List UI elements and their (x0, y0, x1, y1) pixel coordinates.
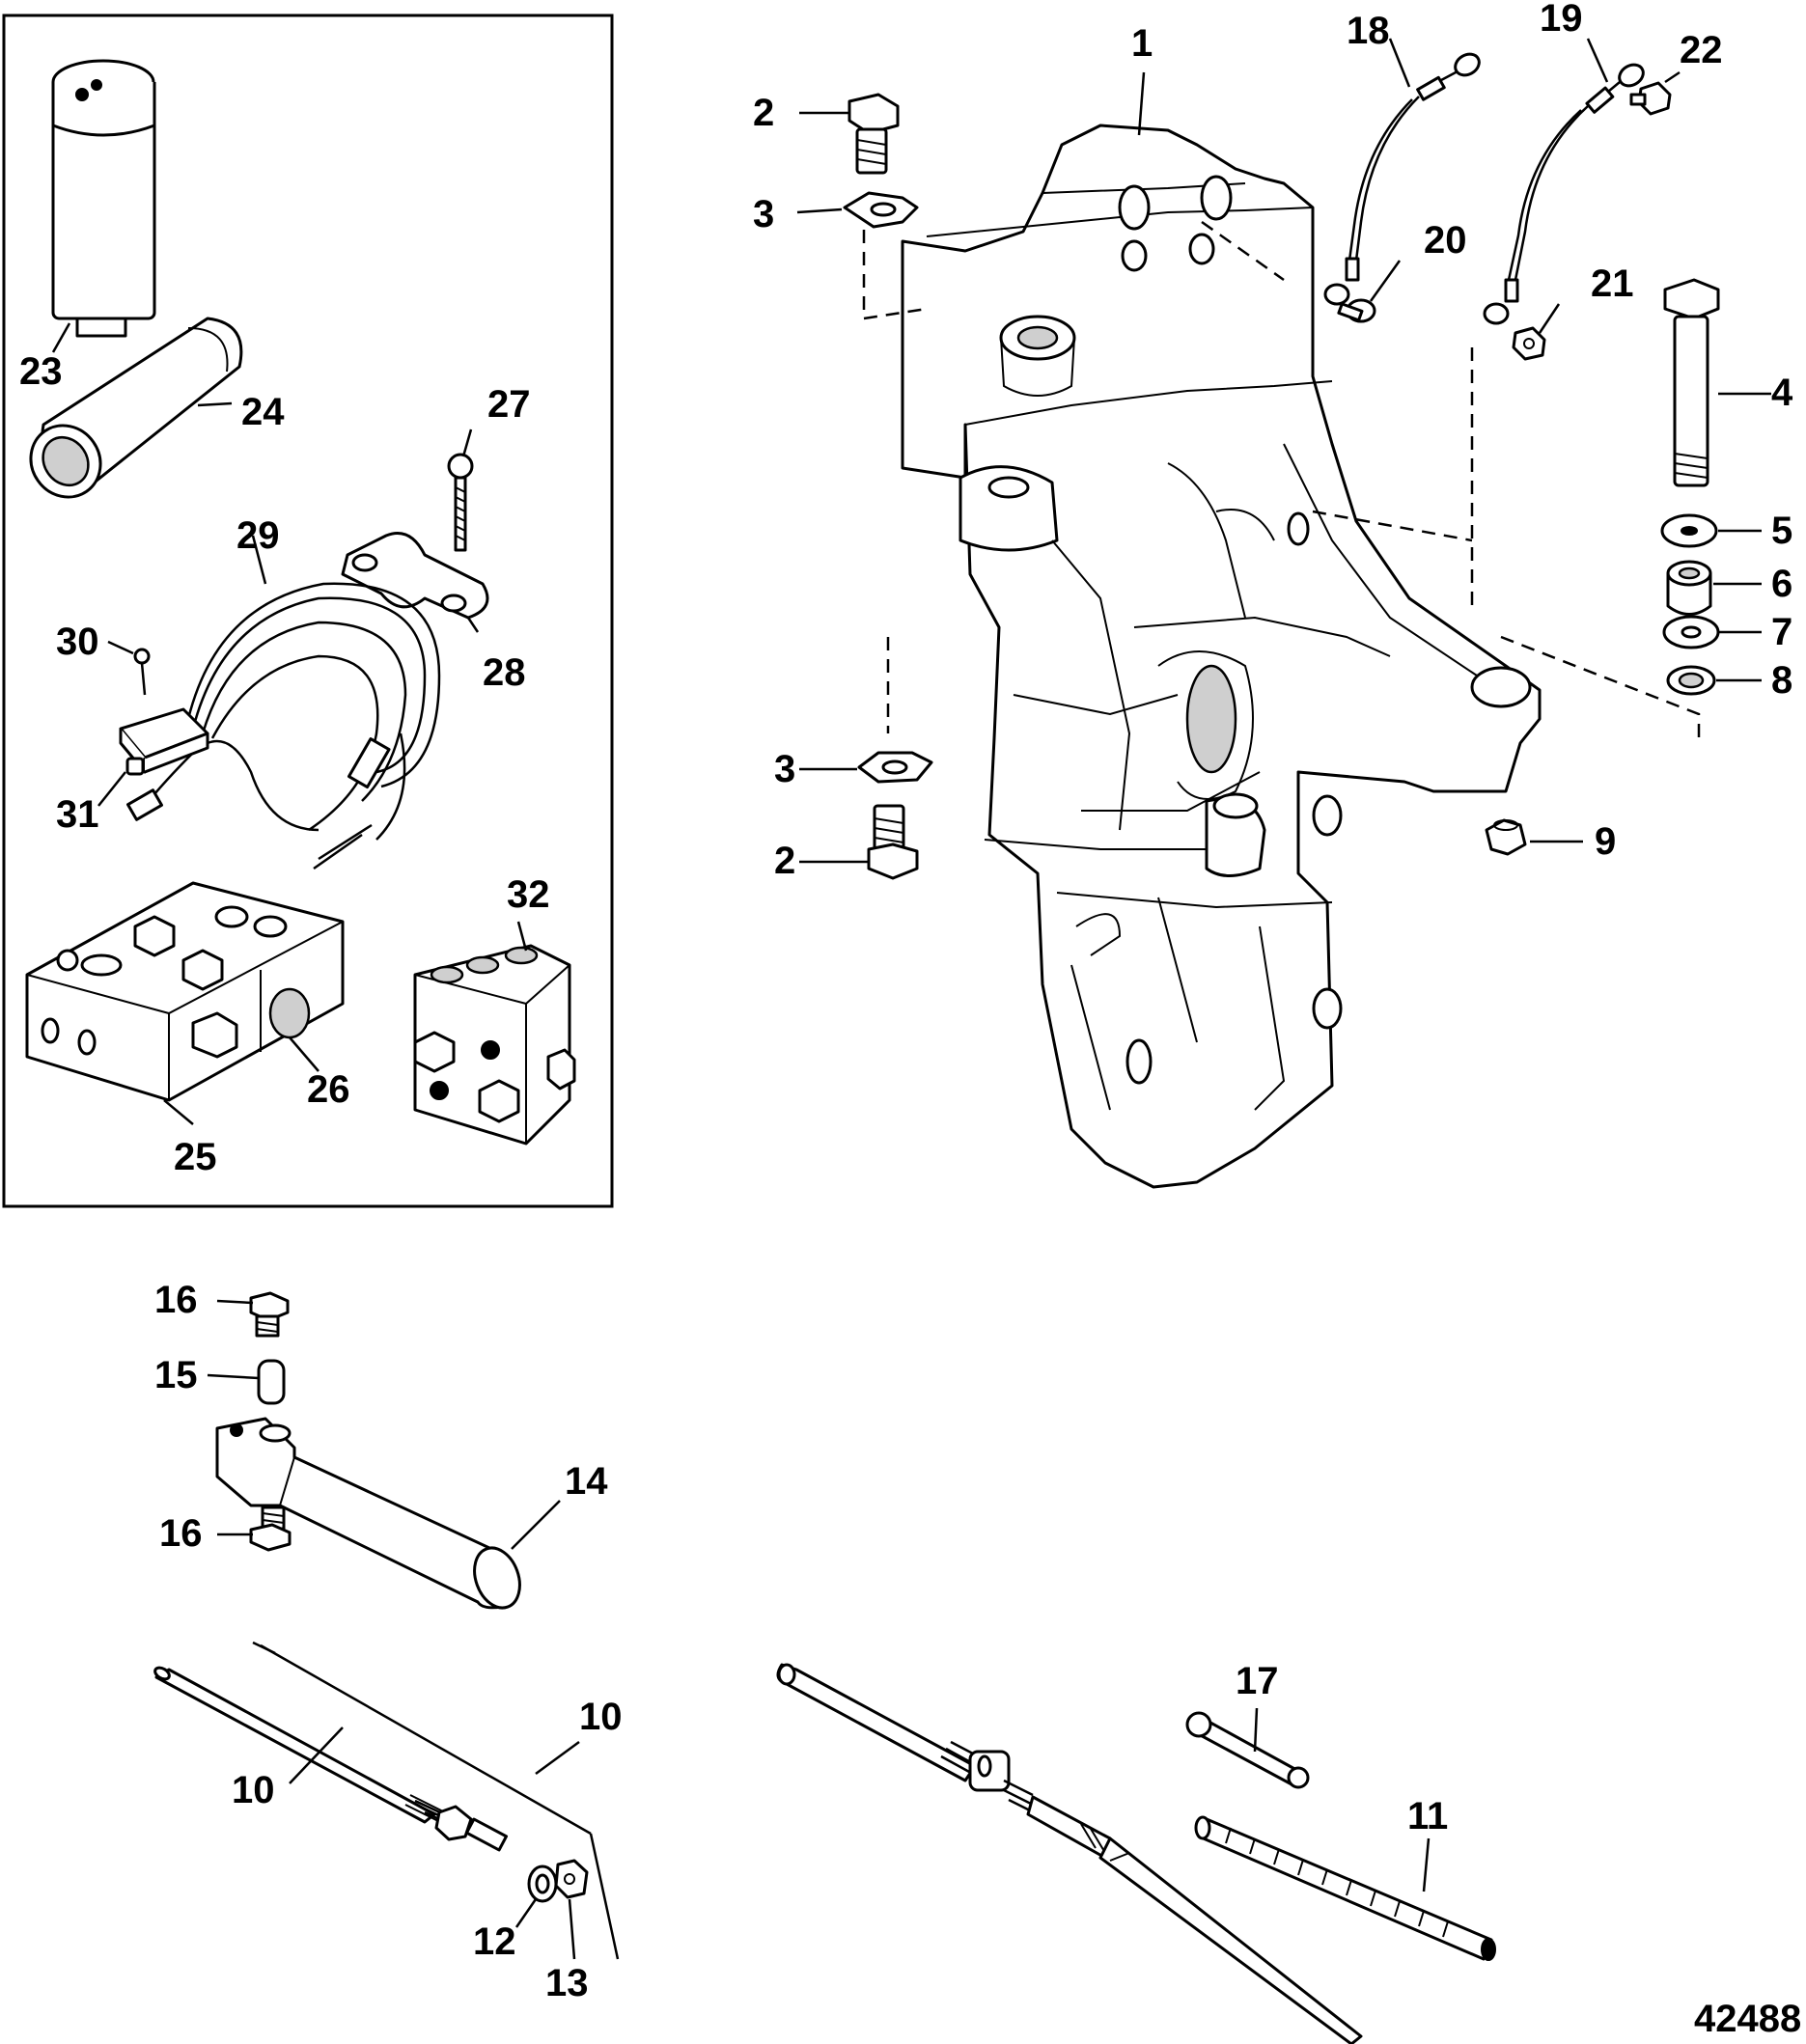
part-7-washer (1662, 615, 1720, 649)
part-31-switch (119, 707, 209, 776)
callout-18: 18 (1347, 10, 1390, 52)
part-21-nut (1512, 326, 1546, 361)
callout-25: 25 (174, 1136, 217, 1178)
part-16-setscrew-upper (249, 1291, 290, 1338)
figure-number: 42488 (1694, 1998, 1801, 2040)
part-6-bushing (1666, 560, 1712, 616)
part-5-washer (1660, 513, 1718, 548)
callout-8: 8 (1771, 659, 1792, 702)
part-24-filter (29, 317, 243, 499)
callout-6: 6 (1771, 563, 1792, 605)
callout-10-middle: 10 (579, 1696, 623, 1738)
callout-27: 27 (487, 383, 531, 426)
callout-23: 23 (19, 350, 63, 393)
callout-20: 20 (1424, 219, 1467, 262)
part-10-cable-right (776, 1663, 1363, 2044)
part-2-bolt-upper (847, 93, 900, 175)
part-17-pin (1185, 1711, 1310, 1789)
part-8-bushing (1666, 665, 1716, 696)
callout-15: 15 (154, 1354, 198, 1396)
callout-31: 31 (56, 793, 99, 836)
part-1-gimbal-housing (901, 124, 1542, 1189)
callout-10-left: 10 (232, 1769, 275, 1811)
part-3-locktab-upper (843, 191, 919, 229)
callout-7: 7 (1771, 611, 1792, 653)
part-32-manifold (413, 944, 576, 1146)
part-2-bolt-lower (867, 804, 919, 880)
part-30-screw (133, 648, 151, 696)
part-16-setscrew-lower (249, 1505, 292, 1552)
callout-12: 12 (473, 1920, 516, 1963)
part-19-ground-strap (1483, 63, 1645, 325)
part-23-pump-motor (51, 59, 156, 338)
callout-2-lower: 2 (774, 840, 795, 882)
part-15-pin (257, 1359, 286, 1405)
part-27-screw (447, 453, 474, 552)
callout-22: 22 (1680, 29, 1723, 71)
part-13-nut (554, 1859, 589, 1899)
callout-2-upper: 2 (753, 92, 774, 134)
callout-3-lower: 3 (774, 748, 795, 790)
callout-30: 30 (56, 621, 99, 663)
part-10-cable-left (153, 1666, 509, 1852)
inset-frame (2, 14, 614, 1208)
callout-13: 13 (545, 1962, 589, 2004)
callout-32: 32 (507, 873, 550, 916)
callout-24: 24 (241, 391, 285, 433)
callout-1: 1 (1131, 22, 1153, 65)
callout-21: 21 (1591, 262, 1634, 305)
part-4-long-bolt (1663, 278, 1720, 487)
part-25-valve-block (25, 881, 345, 1102)
part-29-harness (126, 582, 441, 870)
part-20-screw (1337, 298, 1376, 323)
callout-26: 26 (307, 1068, 350, 1111)
part-18-ground-strap (1323, 52, 1481, 306)
callout-16-lower: 16 (159, 1512, 203, 1555)
callout-17: 17 (1236, 1660, 1279, 1702)
callout-4: 4 (1771, 372, 1793, 414)
callout-16-upper: 16 (154, 1279, 198, 1321)
callout-29: 29 (236, 514, 280, 557)
part-14-cylinder (215, 1417, 521, 1610)
part-22-screw (1629, 81, 1672, 116)
callout-9: 9 (1595, 820, 1616, 863)
part-11-core-wire (1194, 1815, 1496, 1961)
part-9-nut (1485, 818, 1527, 856)
callout-14: 14 (565, 1460, 608, 1503)
callout-5: 5 (1771, 510, 1792, 552)
callout-28: 28 (483, 651, 526, 694)
part-12-washer (527, 1864, 558, 1903)
callout-19: 19 (1540, 0, 1583, 40)
callout-3-upper: 3 (753, 193, 774, 235)
leader-lines (51, 38, 1771, 1960)
assembly-dashed-lines (862, 220, 1701, 743)
part-3-locktab-lower (857, 751, 933, 784)
callout-11: 11 (1407, 1795, 1448, 1837)
callout-labels: 1 2 2 3 3 4 5 6 7 8 9 10 10 11 12 13 14 … (19, 0, 1793, 2004)
part-10-core-wire (252, 1641, 620, 1960)
part-28-clamp (341, 532, 489, 620)
